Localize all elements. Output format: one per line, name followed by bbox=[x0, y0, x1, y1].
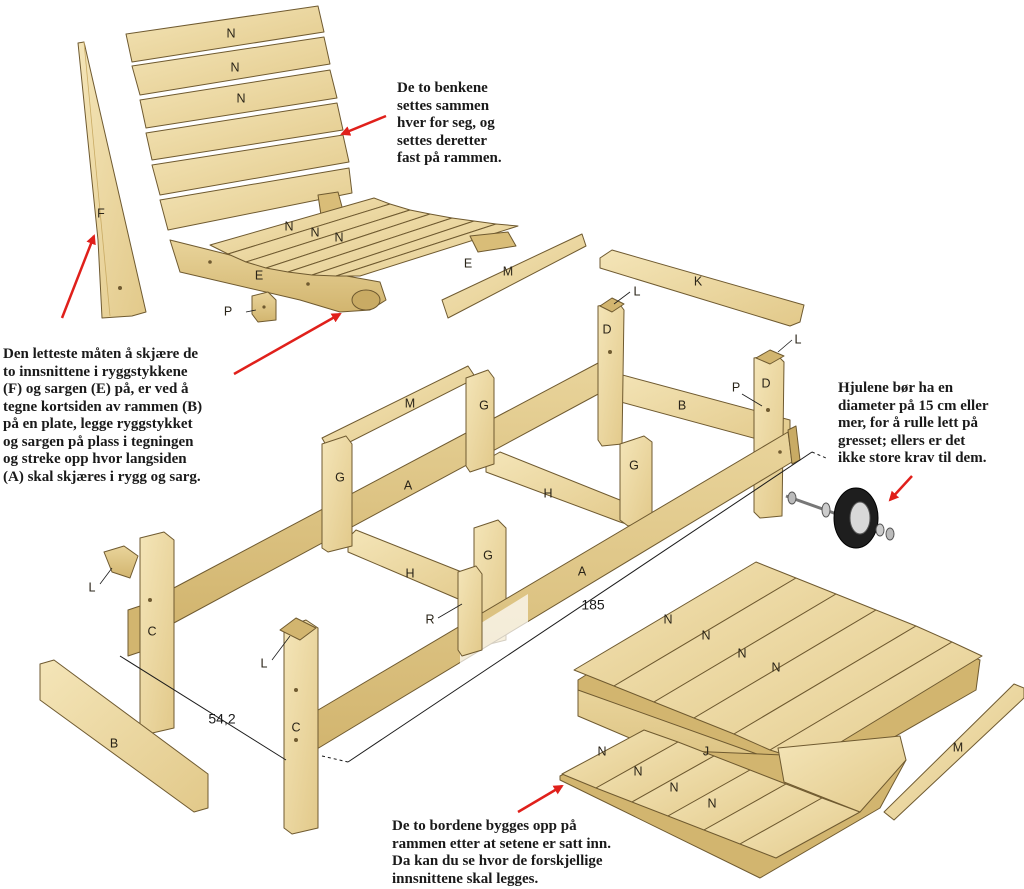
note-seat-assembly: De to benkene settes sammen hver for seg… bbox=[397, 80, 502, 166]
label-l: L bbox=[795, 332, 802, 346]
label-n: N bbox=[284, 219, 293, 233]
label-n: N bbox=[707, 796, 716, 810]
peg-p bbox=[251, 291, 277, 323]
note-cutting-tip: Den letteste måten å skjære de to innsni… bbox=[3, 346, 203, 485]
label-n: N bbox=[226, 26, 235, 40]
crossbar-h-upper bbox=[485, 451, 641, 529]
label-n: N bbox=[771, 660, 780, 674]
label-k: K bbox=[694, 274, 703, 288]
label-n: N bbox=[701, 628, 710, 642]
label-j: J bbox=[703, 744, 709, 758]
rail-m-lower bbox=[883, 683, 1024, 821]
dimension-width: 54,2 bbox=[208, 711, 235, 727]
label-g: G bbox=[479, 398, 489, 412]
label-g: G bbox=[335, 470, 345, 484]
label-n: N bbox=[669, 780, 678, 794]
label-h: H bbox=[543, 486, 552, 500]
label-f: F bbox=[97, 206, 105, 220]
label-n: N bbox=[633, 764, 642, 778]
label-g: G bbox=[483, 548, 493, 562]
support-r bbox=[457, 565, 483, 657]
frame-b-loose bbox=[39, 659, 209, 813]
label-e: E bbox=[255, 268, 263, 282]
seat-backrest bbox=[125, 5, 353, 231]
label-d: D bbox=[761, 376, 770, 390]
label-l: L bbox=[634, 284, 641, 298]
label-c: C bbox=[291, 720, 300, 734]
label-a: A bbox=[404, 478, 413, 492]
label-n: N bbox=[230, 60, 239, 74]
post-g-2 bbox=[465, 369, 495, 473]
label-n: N bbox=[310, 225, 319, 239]
label-m: M bbox=[503, 264, 513, 278]
label-n: N bbox=[737, 646, 746, 660]
dimension-lines bbox=[119, 451, 827, 763]
rail-m-upper bbox=[441, 233, 587, 319]
label-h: H bbox=[405, 566, 414, 580]
label-g: G bbox=[629, 458, 639, 472]
label-c: C bbox=[147, 624, 156, 638]
label-leaders bbox=[99, 291, 793, 661]
label-l: L bbox=[89, 580, 96, 594]
label-l: L bbox=[261, 656, 268, 670]
label-n: N bbox=[334, 230, 343, 244]
note-tables: De to bordene bygges opp på rammen etter… bbox=[392, 818, 611, 887]
label-r: R bbox=[425, 612, 434, 626]
label-p: P bbox=[732, 380, 740, 394]
label-b: B bbox=[678, 398, 686, 412]
label-n: N bbox=[597, 744, 606, 758]
rail-k bbox=[599, 249, 805, 327]
label-n: N bbox=[236, 91, 245, 105]
label-e: E bbox=[464, 256, 472, 270]
wheel-assembly bbox=[785, 487, 895, 549]
table-lower bbox=[559, 729, 907, 879]
back-piece-f bbox=[77, 41, 147, 319]
label-b: B bbox=[110, 736, 118, 750]
label-n: N bbox=[663, 612, 672, 626]
label-m: M bbox=[953, 740, 963, 754]
seat-slats bbox=[209, 197, 519, 277]
post-g-1 bbox=[321, 435, 353, 553]
label-d: D bbox=[602, 322, 611, 336]
label-p: P bbox=[224, 304, 232, 318]
corner-l-back-right bbox=[755, 349, 785, 365]
label-m: M bbox=[405, 396, 415, 410]
leg-c-front bbox=[283, 619, 319, 835]
dimension-length: 185 bbox=[581, 597, 605, 613]
label-a: A bbox=[578, 564, 587, 578]
callout-arrows bbox=[60, 114, 913, 814]
note-wheels: Hjulene bør ha en diameter på 15 cm elle… bbox=[838, 380, 989, 466]
corner-l-front bbox=[279, 617, 317, 641]
post-g-3 bbox=[619, 435, 653, 527]
corner-l-loose bbox=[103, 545, 139, 579]
